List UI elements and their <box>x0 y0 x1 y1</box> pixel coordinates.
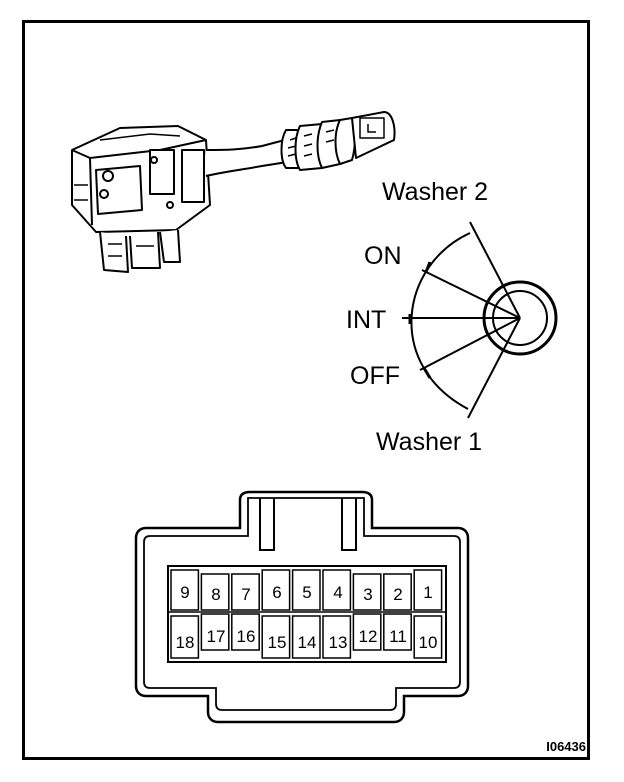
connector-housing <box>134 490 470 724</box>
pin-number: 15 <box>267 633 287 652</box>
figure-id: I06436 <box>546 739 586 754</box>
pin-number: 1 <box>423 583 433 602</box>
washer2-line <box>469 221 521 319</box>
pin-cavity <box>352 613 382 651</box>
pin-cavity <box>231 573 260 611</box>
pin-number: 12 <box>358 627 378 646</box>
pin-cavity <box>170 569 200 611</box>
label-off: OFF <box>350 362 400 390</box>
pin-cavity <box>291 569 321 611</box>
combination-switch-illustration <box>71 111 396 273</box>
label-washer-1: Washer 1 <box>376 428 483 456</box>
pin-cavity <box>352 573 382 611</box>
pin-number: 7 <box>241 585 251 604</box>
pin-cavity <box>200 613 230 651</box>
pin-number: 11 <box>389 627 407 646</box>
pin-number: 9 <box>180 583 190 602</box>
pin-number: 17 <box>206 627 226 646</box>
pin-cavity <box>413 569 443 611</box>
pin-number: 13 <box>328 633 348 652</box>
pin-cavity <box>413 615 443 659</box>
pin-number: 5 <box>302 583 312 602</box>
pin-number: 8 <box>211 585 221 604</box>
pin-number: 4 <box>333 583 343 602</box>
label-washer-2: Washer 2 <box>382 178 489 206</box>
pin-number: 6 <box>272 583 282 602</box>
label-int: INT <box>346 306 387 334</box>
pin-cavity <box>261 615 291 659</box>
pin-cavity <box>261 569 291 611</box>
washer1-line <box>467 317 521 419</box>
figure-frame <box>22 20 590 760</box>
off-line <box>419 317 521 371</box>
pin-number: 18 <box>175 633 195 652</box>
pin-cavity <box>291 615 321 659</box>
label-on: ON <box>364 242 402 270</box>
pin-cavity <box>383 613 412 651</box>
wiper-position-diagram <box>402 221 558 419</box>
pin-number: 14 <box>297 633 317 652</box>
connector-pin-cells <box>170 569 443 659</box>
pin-cavity <box>231 613 260 651</box>
pin-cavity <box>383 573 412 611</box>
pin-number: 10 <box>418 633 438 652</box>
pin-number: 16 <box>236 627 256 646</box>
pin-number: 2 <box>393 585 403 604</box>
pin-cavity <box>200 573 230 611</box>
pin-number: 3 <box>363 585 373 604</box>
pin-cavity <box>170 615 200 659</box>
pin-cavity <box>322 615 352 659</box>
on-line <box>421 269 521 319</box>
position-arc <box>410 232 471 410</box>
pin-cavity <box>322 569 352 611</box>
